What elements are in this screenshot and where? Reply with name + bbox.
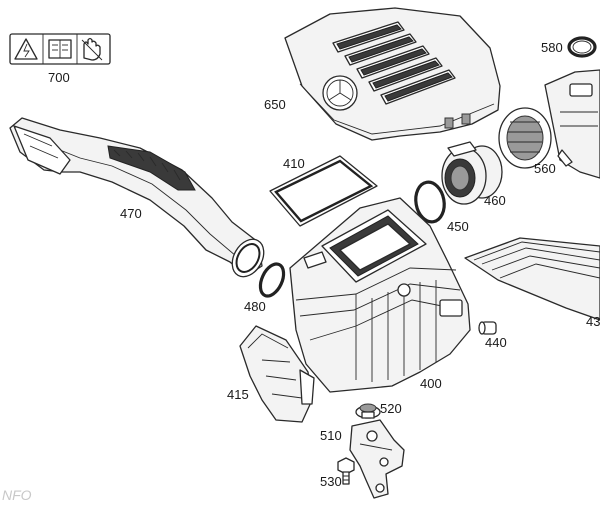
callout-460: 460 [484, 193, 506, 208]
part-560-sensor-tube [498, 69, 600, 179]
part-480-o-ring [258, 262, 286, 298]
callout-470: 470 [120, 206, 142, 221]
part-400-filter-housing [289, 197, 471, 393]
hand-caution-icon [81, 37, 103, 61]
cover-ribs [332, 21, 456, 105]
part-510-bracket [349, 419, 405, 499]
callout-650: 650 [264, 97, 286, 112]
callout-415: 415 [227, 387, 249, 402]
part-580-ring-clamp [567, 36, 597, 58]
part-43x-filter-element [464, 237, 600, 321]
star-emblem-icon [322, 75, 358, 111]
callout-410: 410 [283, 156, 305, 171]
callout-43x: 43 [586, 314, 600, 329]
callout-520: 520 [380, 401, 402, 416]
part-415-inlet-duct [239, 325, 315, 423]
callout-530: 530 [320, 474, 342, 489]
part-530-bolt [337, 457, 355, 485]
electric-hazard-icon [14, 38, 38, 60]
part-650-engine-cover [284, 7, 501, 141]
callout-480: 480 [244, 299, 266, 314]
callout-580: 580 [541, 40, 563, 55]
part-700-warning-label [9, 33, 111, 65]
part-450-sealing-ring [414, 180, 446, 224]
part-440-plug [478, 321, 497, 335]
callout-510: 510 [320, 428, 342, 443]
manual-book-icon [48, 39, 72, 59]
part-410-gasket [269, 155, 378, 227]
part-460-connector [441, 141, 503, 205]
part-520-rubber-mount [355, 403, 381, 419]
part-470-intake-duct [9, 117, 265, 278]
watermark-text: NFO [2, 487, 32, 503]
callout-400: 400 [420, 376, 442, 391]
callout-440: 440 [485, 335, 507, 350]
callout-700: 700 [48, 70, 70, 85]
callout-560: 560 [534, 161, 556, 176]
callout-450: 450 [447, 219, 469, 234]
